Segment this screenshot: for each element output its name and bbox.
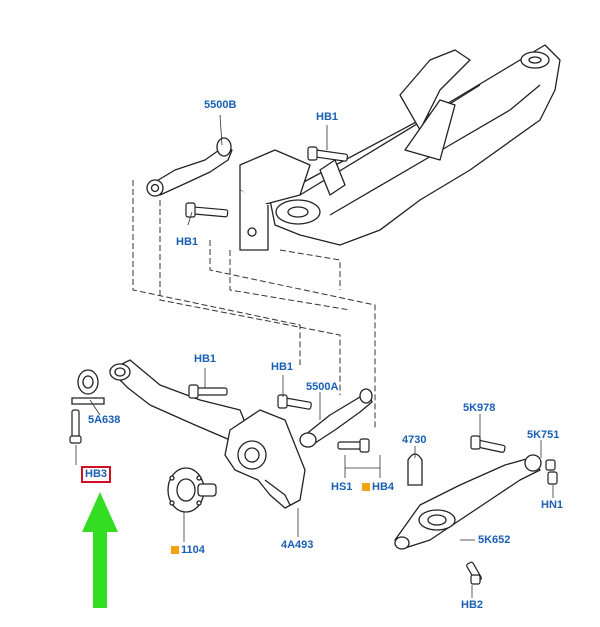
bolt-hb2 — [466, 561, 482, 585]
orange-square-icon — [171, 546, 179, 554]
lower-arm-5k652 — [394, 454, 542, 550]
bolt-hb3 — [69, 409, 82, 444]
green-arrow-up — [82, 492, 118, 608]
label-hn1: HN1 — [541, 499, 564, 511]
label-5a638: 5A638 — [88, 414, 121, 426]
label-hb4-group: HB4 — [362, 482, 394, 493]
bolt-hb1-left — [185, 202, 229, 218]
label-4730: 4730 — [402, 434, 427, 446]
bolt-hs1 — [337, 438, 370, 453]
label-4a493: 4A493 — [281, 539, 314, 551]
label-5k978: 5K978 — [463, 402, 496, 414]
wheel-hub-1104 — [167, 467, 217, 513]
label-5500a: 5500A — [306, 381, 339, 393]
bolt-hb1-right — [277, 394, 312, 410]
label-hb1-mid: HB1 — [194, 353, 217, 365]
guide-lines — [132, 180, 376, 430]
label-hb1-left: HB1 — [176, 236, 199, 248]
label-hb2: HB2 — [461, 599, 484, 611]
orange-square-icon — [362, 483, 370, 491]
label-hb1-top: HB1 — [316, 111, 339, 123]
label-hb4: HB4 — [372, 481, 395, 493]
subframe-crossmember — [239, 44, 561, 251]
label-5k751: 5K751 — [527, 429, 560, 441]
label-hb1-right: HB1 — [271, 361, 294, 373]
label-1104: 1104 — [181, 544, 205, 556]
trailing-arm — [109, 359, 249, 441]
bolt-hb1-upper — [307, 146, 349, 162]
nut-hn1 — [545, 459, 558, 485]
label-hs1: HS1 — [331, 481, 353, 493]
label-5k652: 5K652 — [478, 534, 511, 546]
toe-link-5500a — [299, 388, 373, 448]
bushing-5a638 — [71, 369, 105, 405]
label-5500b: 5500B — [204, 99, 237, 111]
knuckle-4a493 — [224, 409, 306, 509]
bump-stop-4730 — [407, 453, 423, 486]
upper-arm-5500b — [146, 137, 233, 197]
bolt-hb1-mid — [188, 384, 228, 399]
bolt-5k978 — [470, 435, 506, 453]
label-hb3-highlighted: HB3 — [81, 466, 112, 483]
leader-lines — [75, 114, 554, 598]
label-1104-group: 1104 — [171, 545, 205, 556]
